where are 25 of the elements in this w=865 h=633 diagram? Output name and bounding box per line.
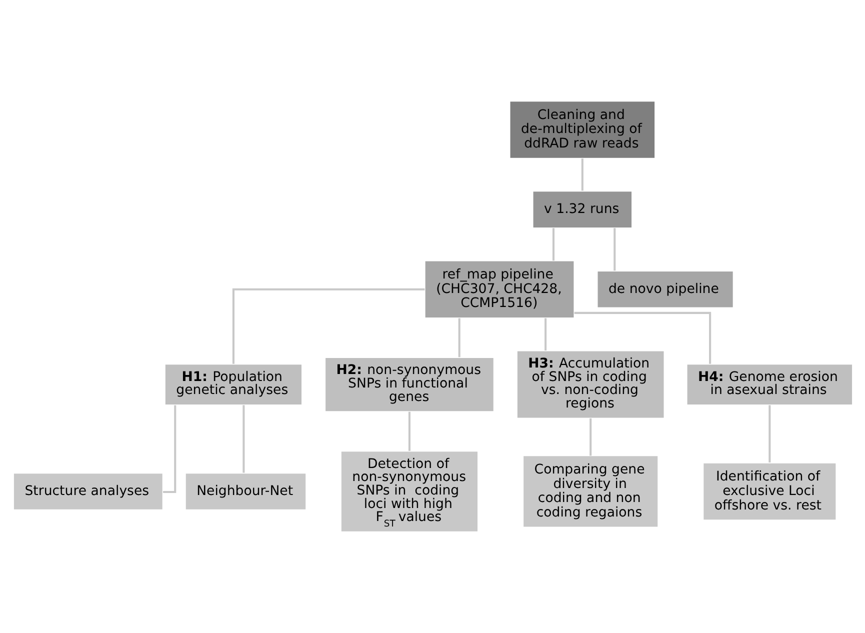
- connector: [768, 405, 770, 462]
- node-box: Structure analyses: [12, 472, 163, 510]
- connector: [580, 158, 583, 191]
- node-box: H1: Population genetic analyses: [164, 364, 302, 406]
- node-box: ref_map pipeline (CHC307, CHC428, CCMP1516): [424, 260, 574, 319]
- node-box: v 1.32 runs: [532, 190, 632, 228]
- connector: [162, 405, 176, 494]
- node-box: Identification of exclusive Loci offshore vs. rest: [702, 462, 836, 521]
- connector: [589, 418, 592, 456]
- node-box: Detection of non-synonymous SNPs in coding loci with high F$_{ST}$ values: [340, 450, 478, 532]
- node-box: H4: Genome erosion in asexual strains: [686, 364, 853, 406]
- connector: [552, 228, 554, 261]
- connector: [242, 405, 244, 473]
- connector: [232, 288, 424, 364]
- connector: [544, 318, 546, 350]
- connector: [613, 228, 616, 271]
- connector: [574, 312, 711, 364]
- node-box: Comparing gene diversity in coding and non coding regaions: [522, 455, 658, 528]
- node-box: Cleaning and de-multiplexing of ddRAD raw reads: [508, 100, 656, 159]
- connector: [458, 318, 460, 358]
- node-box: H2: non-synonymous SNPs in functional genes: [324, 356, 494, 412]
- node-box: Neighbour-Net: [184, 472, 306, 510]
- node-box: de novo pipeline: [596, 270, 734, 308]
- node-box: H3: Accumulation of SNPs in coding vs. non-coding regions: [516, 350, 664, 419]
- connector: [408, 412, 410, 451]
